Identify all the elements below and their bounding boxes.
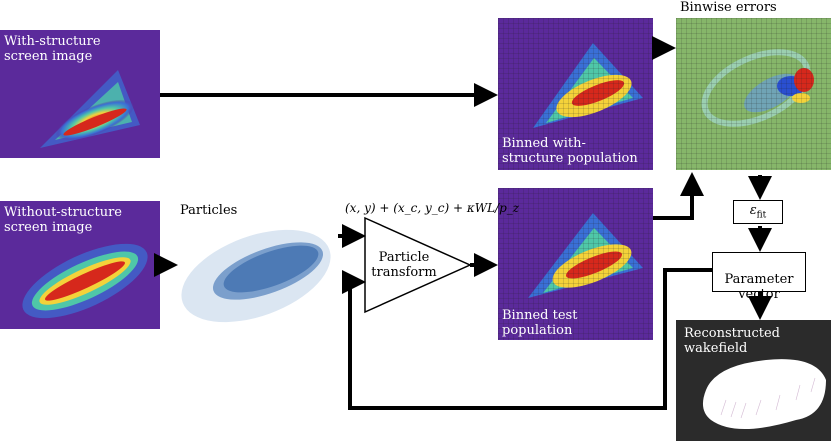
- particles-scatter: [181, 229, 331, 323]
- transform-triangle: [364, 216, 472, 314]
- binned-test-panel: Binned test population: [498, 188, 653, 340]
- binned-test-heatmap: [498, 188, 653, 340]
- without-structure-label: Without-structure screen image: [4, 205, 122, 235]
- feedback-arrow: [342, 268, 712, 410]
- binned-with-label: Binned with- structure population: [502, 136, 638, 166]
- reconstructed-wakefield-panel: Reconstructed wakefield: [676, 320, 831, 441]
- epsilon-symbol: ε: [749, 203, 757, 218]
- arrow-test-to-errors: [653, 172, 704, 220]
- without-structure-screen-image: Without-structure screen image: [0, 201, 160, 329]
- binned-with-heatmap: [498, 18, 653, 170]
- particles-label: Particles: [180, 203, 238, 218]
- particle-transform-label: Particle transform: [371, 250, 437, 280]
- binned-test-label: Binned test population: [502, 308, 578, 338]
- wakefield-shape: [702, 359, 826, 429]
- transform-equation: (x, y) + (x_c, y_c) + κWL/p_z: [345, 201, 520, 215]
- binned-with-structure-panel: Binned with- structure population: [498, 18, 653, 170]
- without-structure-heatmap: [22, 243, 148, 319]
- binwise-errors-heatmap: [676, 18, 831, 170]
- epsilon-subscript: fit: [756, 210, 767, 221]
- reconstructed-label: Reconstructed wakefield: [684, 326, 780, 356]
- with-structure-screen-image: With-structure screen image: [0, 30, 160, 158]
- with-structure-label: With-structure screen image: [4, 34, 101, 64]
- binwise-errors-panel: [676, 18, 831, 170]
- particles-panel: Particles: [176, 201, 336, 329]
- parameter-vector-box: Parameter vector: [712, 252, 806, 302]
- with-structure-heatmap: [40, 70, 140, 148]
- fit-error-box: εfit: [733, 200, 783, 224]
- binwise-errors-title: Binwise errors: [680, 0, 777, 15]
